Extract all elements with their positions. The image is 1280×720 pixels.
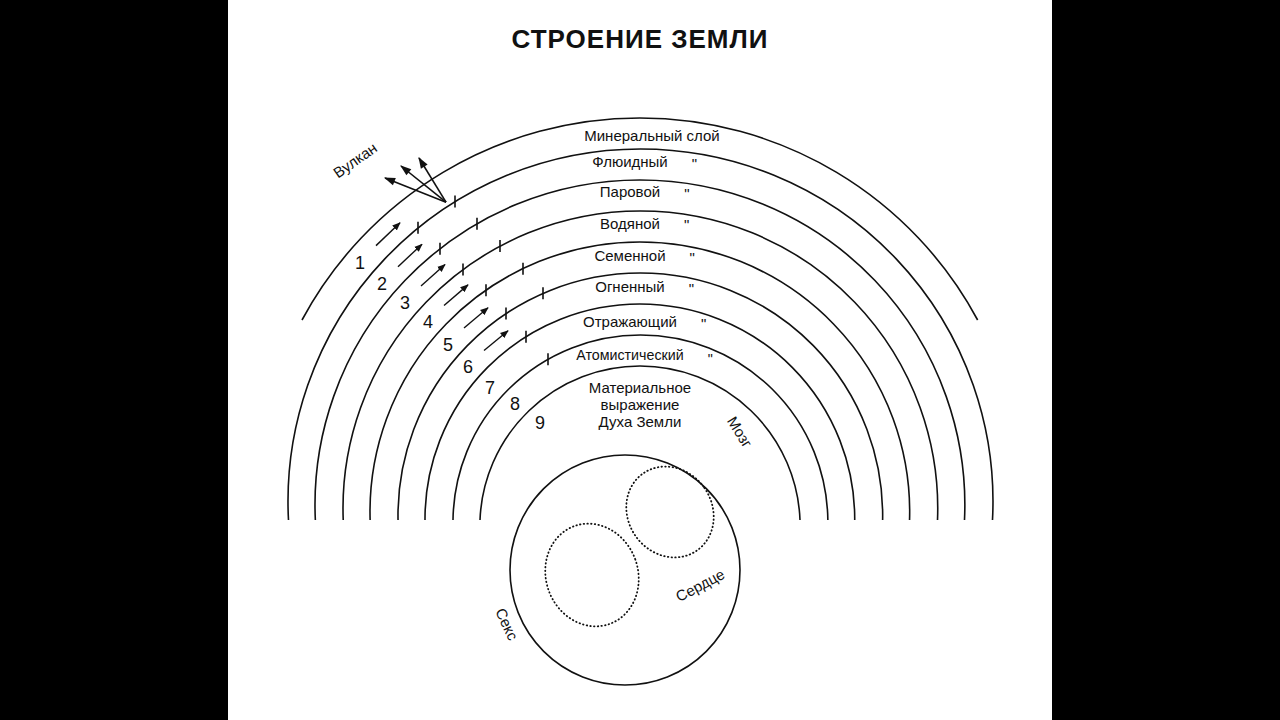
callout-number: 7: [485, 378, 495, 398]
marks-group: [376, 158, 548, 365]
flow-arrow: [421, 264, 445, 286]
layer-band: Водяной"Семенной"Огненный"Отражающий"Ато…: [343, 211, 938, 520]
layer-name: Водяной: [600, 216, 660, 232]
callout-number: 5: [443, 335, 453, 355]
flow-arrow: [464, 308, 488, 328]
text-holder: ": [701, 316, 706, 332]
layer-arc: [480, 366, 800, 520]
text-holder: Флюидный: [592, 154, 667, 170]
dotted-oval: [531, 510, 653, 639]
flow-arrow: [376, 223, 400, 246]
text-holder: Паровой: [600, 184, 660, 200]
volcano-arrow: [419, 158, 446, 202]
label-holder: 8: [510, 394, 520, 414]
flow-arrow: [484, 331, 508, 351]
title-holder: СТРОЕНИЕ ЗЕМЛИ: [512, 24, 769, 55]
layer-arc: [288, 149, 993, 520]
callout-number: 2: [377, 274, 387, 294]
text-holder: Минеральный слой: [584, 128, 720, 144]
layer-arc: [425, 304, 855, 520]
text-holder: Отражающий: [583, 314, 677, 330]
label-holder: 3: [400, 293, 410, 313]
layer-band: Отражающий " Атомистический " Материальное в…: [425, 304, 855, 520]
layer-name: Минеральный слой: [584, 128, 720, 144]
text-holder: Материальное выражение Духа Земли: [589, 379, 691, 430]
layer-band: Семенной"Огненный"Отражающий"Атомистичес…: [370, 242, 910, 520]
text-holder: ": [684, 186, 689, 202]
callout-number: 6: [463, 357, 473, 377]
text-holder: ": [689, 281, 694, 297]
text-holder: Семенной: [594, 248, 665, 264]
flow-arrow: [398, 244, 422, 266]
text-holder: Водяной: [600, 216, 660, 232]
text-holder: ": [684, 217, 689, 233]
layer-arc: [343, 211, 938, 520]
ditto-mark: ": [684, 217, 689, 233]
text-holder: ": [708, 352, 713, 367]
layer-band: Огненный " Отражающий " Атомистический " Матер…: [398, 273, 883, 520]
layer-name: Отражающий: [583, 314, 677, 330]
layer-name: Семенной: [594, 248, 665, 264]
text-holder: ": [692, 156, 697, 172]
ditto-mark: ": [701, 316, 706, 332]
label-holder: 7: [485, 378, 495, 398]
ditto-mark: ": [690, 250, 695, 266]
layer-arc: [370, 242, 910, 520]
label-holder: 5: [443, 335, 453, 355]
layer-arc: [315, 180, 965, 520]
layer-band: Атомистический " Материальное выражение Ду…: [453, 335, 828, 520]
dotted-oval: [609, 449, 732, 574]
label-holder: 9: [535, 413, 545, 433]
label-holder: 2: [377, 274, 387, 294]
callout-number: 9: [535, 413, 545, 433]
layer-band: Флюидный " Паровой " Водяной " Семенной " Огненн…: [288, 149, 993, 520]
layer-arc: [453, 335, 828, 520]
diagram-title: СТРОЕНИЕ ЗЕМЛИ: [512, 24, 769, 55]
text-holder: Атомистический: [576, 348, 683, 363]
ditto-mark: ": [692, 156, 697, 172]
layer-band: Паровой " Водяной " Семенной " Огненный " Отража…: [315, 180, 965, 520]
layer-name: Флюидный: [592, 154, 667, 170]
core-circle: [510, 455, 740, 685]
callout-number: 3: [400, 293, 410, 313]
layer-name: Материальное выражение Духа Земли: [589, 379, 691, 430]
layer-name: Атомистический: [576, 348, 683, 363]
ditto-mark: ": [684, 186, 689, 202]
label-holder: 4: [423, 312, 433, 332]
callout-number: 1: [355, 253, 365, 273]
layer-arc: [398, 273, 883, 520]
ditto-mark: ": [708, 352, 713, 367]
ditto-mark: ": [689, 281, 694, 297]
label-holder: 1: [355, 253, 365, 273]
layer-band: Минеральный слойФлюидный " Паровой " Водяной…: [302, 118, 978, 320]
layer-name: Огненный: [595, 279, 665, 295]
callout-number: 4: [423, 312, 433, 332]
callout-number: 8: [510, 394, 520, 414]
flow-arrow: [444, 285, 468, 306]
text-holder: ": [690, 250, 695, 266]
label-holder: 6: [463, 357, 473, 377]
text-holder: Огненный: [595, 279, 665, 295]
layer-name: Паровой: [600, 184, 660, 200]
